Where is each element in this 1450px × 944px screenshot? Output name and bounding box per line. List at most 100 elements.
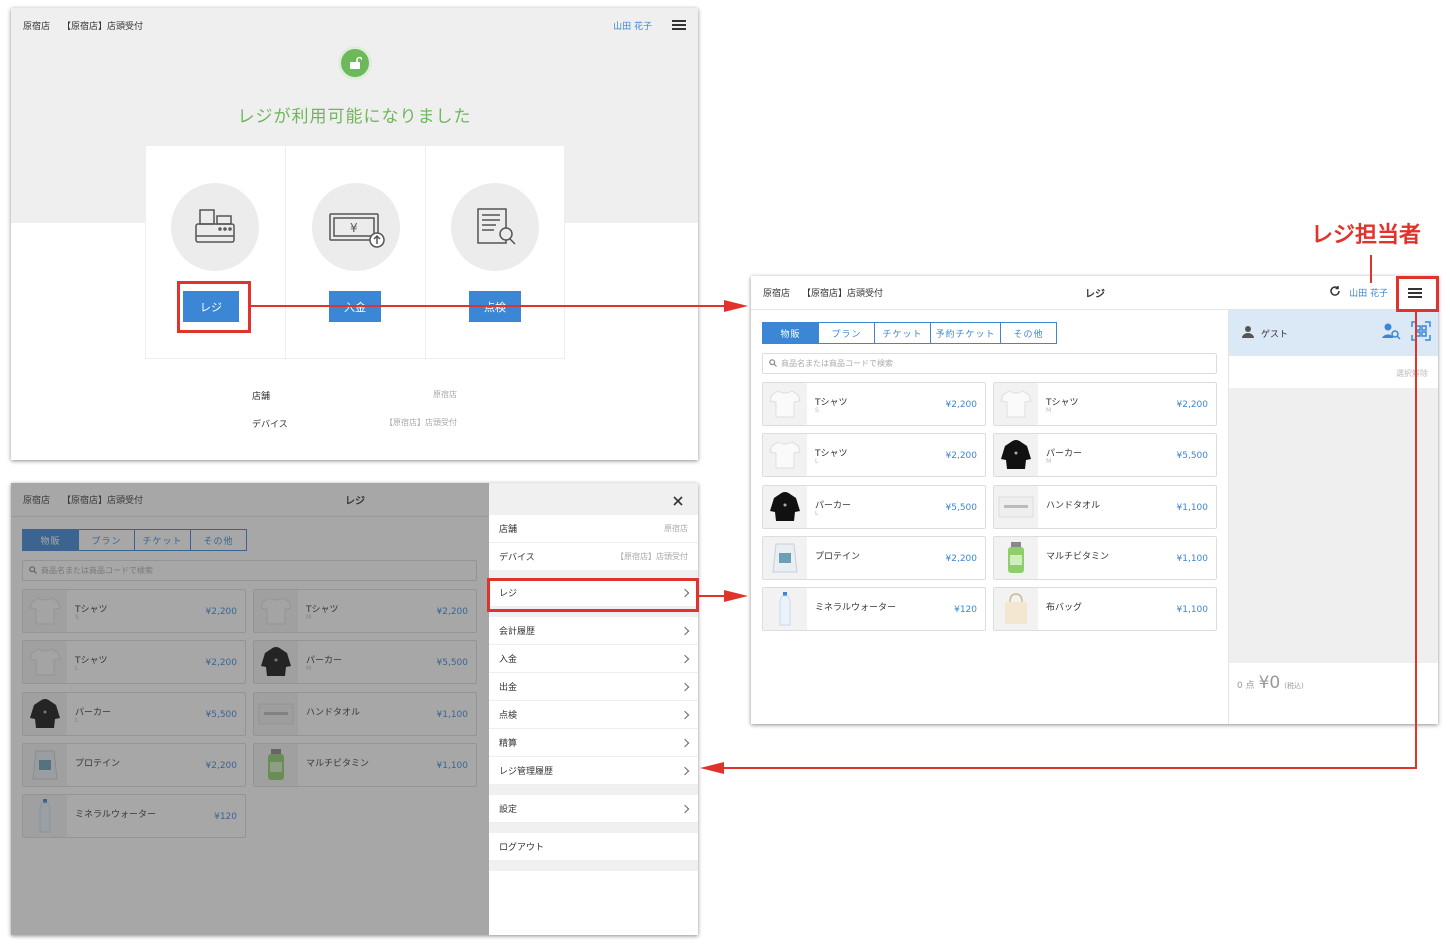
menu-item-withdraw[interactable]: 出金 <box>489 673 698 701</box>
menu-item-deposit[interactable]: 入金 <box>489 645 698 673</box>
product-variant: L <box>815 509 819 517</box>
product-thumbnail <box>254 641 298 684</box>
header: 原宿店 【原宿店】店頭受付 レジ <box>11 483 489 517</box>
product-variant: M <box>1046 407 1052 414</box>
product-name: マルチビタミン <box>306 758 370 769</box>
product-variant: L <box>815 458 819 466</box>
qr-scan-icon[interactable] <box>1411 321 1431 345</box>
product-card[interactable]: ハンドタオル¥1,100 <box>253 691 477 736</box>
menu-item-register-log[interactable]: レジ管理履歴 <box>489 757 698 785</box>
tab-goods[interactable]: 物販 <box>762 322 819 344</box>
product-price: ¥1,100 <box>1176 553 1209 564</box>
product-card[interactable]: 布バッグ¥1,100 <box>993 587 1217 632</box>
tab-plan[interactable]: プラン <box>819 322 875 344</box>
hamburger-menu-icon[interactable] <box>672 20 686 30</box>
tab-reserved-ticket[interactable]: 予約チケット <box>931 322 1001 344</box>
product-card[interactable]: プロテイン¥2,200 <box>762 535 986 580</box>
inspect-icon <box>451 183 539 271</box>
menu-item-settings[interactable]: 設定 <box>489 795 698 823</box>
menu-separator <box>489 823 698 833</box>
product-price: ¥5,500 <box>205 709 238 720</box>
cart-count: 0 点 <box>1237 681 1255 691</box>
deposit-icon: ¥ <box>312 183 400 271</box>
product-name: Tシャツ <box>75 605 108 615</box>
dim-overlay[interactable] <box>11 483 489 935</box>
menu-info-device: デバイス 【原宿店】店頭受付 <box>489 543 698 571</box>
product-name: ミネラルウォーター <box>815 603 897 614</box>
tab-ticket[interactable]: チケット <box>135 529 191 551</box>
menu-info-value: 原宿店 <box>664 524 688 533</box>
header-store: 原宿店 <box>763 289 791 299</box>
tab-goods[interactable]: 物販 <box>22 529 79 551</box>
product-name: ハンドタオル <box>1046 500 1101 511</box>
cart-tax-note: (税込) <box>1284 682 1304 690</box>
menu-item-label: 入金 <box>499 655 518 665</box>
header-store: 原宿店 <box>23 496 51 506</box>
clear-selection-link[interactable]: 選択解除 <box>1396 369 1428 378</box>
header-user[interactable]: 山田 花子 <box>613 21 652 32</box>
highlight-register-button <box>177 281 251 333</box>
annotation-connector <box>1370 255 1372 283</box>
info-store-value: 原宿店 <box>433 390 457 399</box>
register-button[interactable]: レジ <box>183 291 239 322</box>
menu-item-register[interactable]: レジ <box>489 579 698 607</box>
product-card[interactable]: プロテイン¥2,200 <box>22 742 246 787</box>
customer-search-icon[interactable] <box>1381 322 1401 344</box>
product-name: プロテイン <box>815 551 861 562</box>
product-thumbnail <box>254 743 298 786</box>
close-icon[interactable] <box>672 492 684 511</box>
product-price: ¥2,200 <box>436 607 469 617</box>
header-user[interactable]: 山田 花子 <box>1349 289 1388 299</box>
tab-other[interactable]: その他 <box>1001 322 1057 344</box>
product-variant: L <box>75 716 79 724</box>
menu-item-logout[interactable]: ログアウト <box>489 833 698 861</box>
product-name: パーカー <box>75 707 112 718</box>
product-card[interactable]: マルチビタミン¥1,100 <box>253 742 477 787</box>
product-variant: L <box>75 665 79 673</box>
product-thumbnail <box>994 485 1038 528</box>
tab-other[interactable]: その他 <box>191 529 247 551</box>
product-name: パーカー <box>306 656 343 667</box>
search-input[interactable]: 商品名または商品コードで検索 <box>762 353 1217 374</box>
customer-bar: ゲスト <box>1229 310 1438 356</box>
product-thumbnail <box>23 743 67 786</box>
tab-plan[interactable]: プラン <box>79 529 135 551</box>
product-card[interactable]: ミネラルウォーター¥120 <box>762 587 986 632</box>
search-input[interactable]: 商品名または商品コードで検索 <box>22 560 477 581</box>
product-thumbnail <box>994 536 1038 579</box>
person-icon <box>1241 324 1255 343</box>
unlock-icon <box>338 46 372 80</box>
menu-item-settle[interactable]: 精算 <box>489 729 698 757</box>
chevron-right-icon <box>680 710 690 719</box>
product-price: ¥5,500 <box>436 658 469 669</box>
tab-ticket[interactable]: チケット <box>875 322 931 344</box>
chevron-right-icon <box>680 626 690 635</box>
menu-info-value: 【原宿店】店頭受付 <box>616 552 688 561</box>
product-card[interactable]: マルチビタミン¥1,100 <box>993 535 1217 580</box>
product-card[interactable]: ミネラルウォーター¥120 <box>22 794 246 839</box>
sync-icon[interactable] <box>1329 285 1341 300</box>
hamburger-menu-icon[interactable] <box>1408 287 1422 298</box>
menu-item-inspect[interactable]: 点検 <box>489 701 698 729</box>
menu-item-history[interactable]: 会計履歴 <box>489 617 698 645</box>
menu-item-label: 会計履歴 <box>499 627 536 637</box>
chevron-right-icon <box>680 766 690 775</box>
product-card[interactable]: ハンドタオル¥1,100 <box>993 484 1217 529</box>
menu-info-label: 店舗 <box>499 525 518 535</box>
category-tabs: 物販 プラン チケット その他 <box>22 529 247 551</box>
search-icon <box>769 358 777 369</box>
header-device: 【原宿店】店頭受付 <box>62 21 144 32</box>
product-price: ¥2,200 <box>205 607 238 617</box>
menu-separator <box>489 607 698 617</box>
category-tabs: 物販 プラン チケット 予約チケット その他 <box>762 322 1057 344</box>
